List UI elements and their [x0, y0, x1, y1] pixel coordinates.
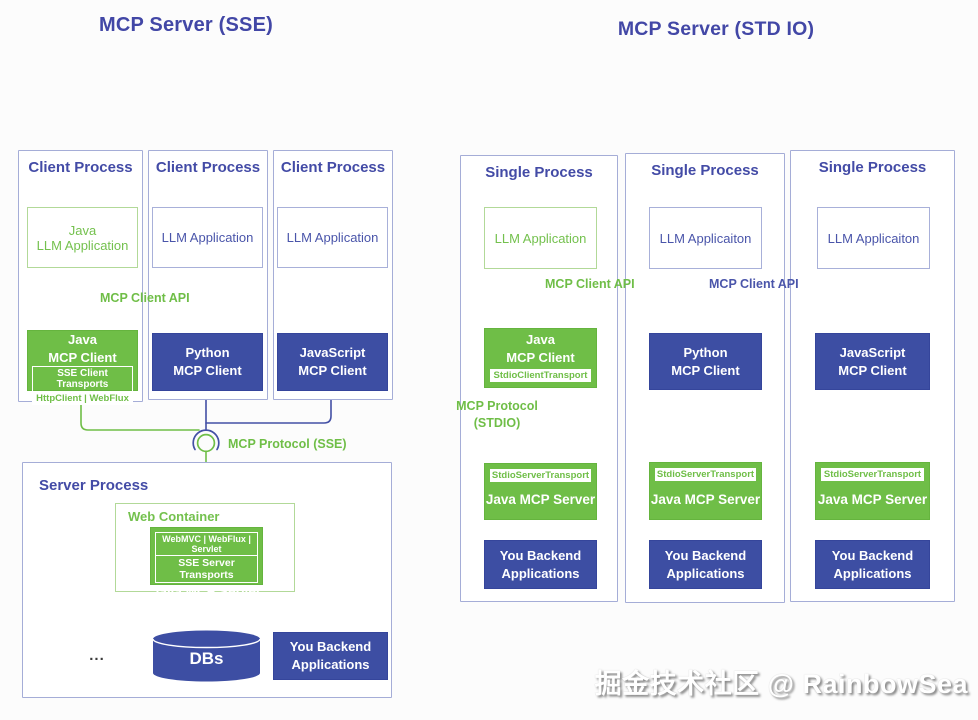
stdio-client-transport-row: StdioClientTransport	[490, 369, 591, 382]
sse-llm-app-3: LLM Application	[277, 207, 388, 268]
stdio-python-mcp-client: Python MCP Client	[649, 333, 762, 390]
stdio-llm-app-2: LLM Applicaiton	[649, 207, 762, 269]
stdio-java-mcp-server-3-label: Java MCP Server	[817, 491, 928, 507]
sse-client-transport-row: SSE Client Transports	[32, 366, 133, 393]
sse-db-label: DBs	[189, 649, 223, 668]
stdio-java-mcp-server-1-label: Java MCP Server	[485, 492, 596, 508]
stdio-backend-apps-2: You Backend Applications	[649, 540, 762, 589]
stdio-server-transport-row-1: StdioServerTransport	[490, 469, 591, 482]
stdio-single-process-3-label: Single Process	[818, 159, 927, 176]
stdio-single-process-2-label: Single Process	[651, 162, 759, 179]
sse-db-cylinder: DBs	[152, 630, 261, 682]
stdio-backend-apps-1: You Backend Applications	[484, 540, 597, 589]
sse-server-frameworks-row: WebMVC | WebFlux | Servlet	[155, 532, 258, 555]
watermark-text: 掘金技术社区 @ RainbowSea	[594, 669, 968, 699]
sse-web-container-label: Web Container	[128, 509, 220, 524]
stdio-diagram-title: MCP Server (STD IO)	[617, 18, 815, 40]
sse-protocol-arc	[192, 429, 220, 451]
stdio-col1-api-label: MCP Client API	[545, 277, 635, 291]
sse-protocol-circle	[196, 433, 216, 453]
stdio-protocol-label: MCP Protocol (STDIO)	[456, 399, 538, 430]
sse-backend-apps: You Backend Applications	[273, 632, 388, 680]
sse-more-ellipsis: ...	[89, 646, 105, 664]
stdio-java-mcp-client: Java MCP Client StdioClientTransport	[484, 328, 597, 388]
sse-diagram-title: MCP Server (SSE)	[98, 14, 273, 36]
stdio-col2-api-label: MCP Client API	[709, 277, 799, 291]
db-cylinder-shape: DBs	[152, 630, 261, 682]
stdio-java-mcp-server-3: StdioServerTransport Java MCP Server	[815, 462, 930, 520]
stdio-java-mcp-server-1: StdioServerTransport Java MCP Server	[484, 463, 597, 520]
sse-protocol-label: MCP Protocol (SSE)	[228, 437, 347, 451]
sse-java-mcp-client-label: Java MCP Client	[48, 332, 117, 365]
sse-web-container: Web Container	[115, 503, 295, 592]
stdio-backend-apps-3: You Backend Applications	[815, 540, 930, 589]
sse-client-process-2-label: Client Process	[155, 159, 261, 176]
stdio-llm-app-1: LLM Application	[484, 207, 597, 269]
stdio-llm-app-3: LLM Applicaiton	[817, 207, 930, 269]
sse-mcp-client-api-label: MCP Client API	[100, 291, 190, 305]
stdio-java-mcp-server-2-label: Java MCP Server	[650, 491, 761, 507]
sse-llm-app-java: Java LLM Application	[27, 207, 138, 268]
sse-javascript-mcp-client: JavaScript MCP Client	[277, 333, 388, 391]
stdio-java-mcp-client-label: Java MCP Client	[506, 332, 575, 365]
sse-java-mcp-server: WebMVC | WebFlux | Servlet SSE Server Tr…	[150, 527, 263, 599]
sse-server-process-label: Server Process	[39, 477, 149, 494]
stdio-java-mcp-server-2: StdioServerTransport Java MCP Server	[649, 462, 762, 520]
sse-java-mcp-server-label: Java MCP Server	[151, 584, 262, 599]
stdio-single-process-1-label: Single Process	[485, 164, 593, 181]
stdio-server-transport-row-2: StdioServerTransport	[655, 468, 756, 481]
sse-client-process-1-label: Client Process	[28, 159, 133, 176]
sse-java-mcp-client: Java MCP Client SSE Client Transports Ht…	[27, 330, 138, 406]
sse-client-process-3-label: Client Process	[280, 159, 386, 176]
sse-server-transport-row: SSE Server Transports	[155, 555, 258, 583]
sse-python-mcp-client: Python MCP Client	[152, 333, 263, 391]
stdio-server-transport-row-3: StdioServerTransport	[821, 468, 924, 481]
sse-llm-app-2: LLM Application	[152, 207, 263, 268]
sse-client-impl-row: HttpClient | WebFlux	[32, 392, 133, 406]
stdio-javascript-mcp-client: JavaScript MCP Client	[815, 333, 930, 390]
